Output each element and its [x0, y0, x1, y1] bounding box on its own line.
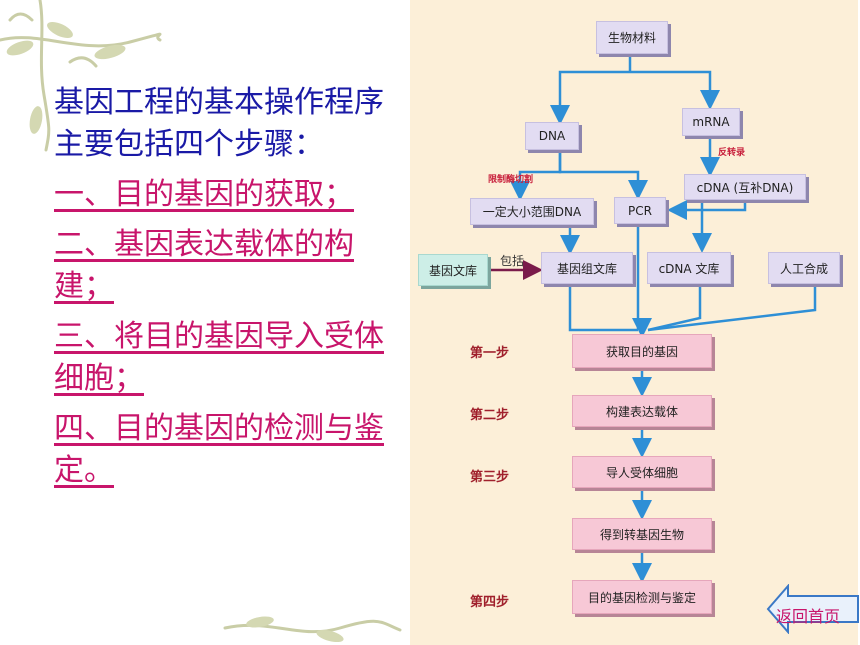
node-gene-library: 基因文库 [418, 254, 488, 286]
line-cdna-lib-down [647, 285, 702, 332]
node-obtain-gene: 获取目的基因 [572, 334, 712, 368]
node-fragment-dna: 一定大小范围DNA [470, 198, 594, 225]
node-synthesis: 人工合成 [768, 252, 840, 284]
arrow-bio-branches [558, 70, 712, 84]
label-include: 包括 [500, 254, 525, 268]
back-home-button[interactable] [766, 584, 860, 634]
node-pcr: PCR [614, 197, 666, 224]
node-mrna: mRNA [682, 108, 740, 136]
flowchart-arrows [490, 56, 817, 583]
steps-text-block: 基因工程的基本操作程序主要包括四个步骤： 一、目的基因的获取； 二、基因表达载体… [54, 82, 399, 500]
node-build-vector: 构建表达载体 [572, 395, 712, 427]
line-synthesis-down [647, 283, 817, 332]
node-genomic-library: 基因组文库 [541, 252, 633, 284]
step-label-2: 第二步 [470, 408, 510, 423]
node-introduce-cells: 导人受体细胞 [572, 456, 712, 488]
node-bio-material: 生物材料 [596, 21, 668, 54]
node-cdna: cDNA (互补DNA) [684, 174, 806, 200]
arrow-cdna-to-pcr [667, 198, 747, 220]
step-link-3[interactable]: 三、将目的基因导入受体细胞； [54, 319, 384, 396]
step-link-1[interactable]: 一、目的基因的获取； [54, 177, 354, 212]
node-transgenic: 得到转基因生物 [572, 518, 712, 550]
step-label-3: 第三步 [470, 470, 510, 485]
node-cdna-library: cDNA 文库 [647, 252, 731, 284]
node-dna: DNA [525, 122, 579, 150]
arrow-dna-to-pcr [558, 148, 648, 200]
step-link-4[interactable]: 四、目的基因的检测与鉴定。 [54, 411, 384, 488]
node-detect-identify: 目的基因检测与鉴定 [572, 580, 712, 614]
step-label-1: 第一步 [470, 346, 510, 361]
label-restriction-cut: 限制酶切割 [488, 175, 534, 185]
step-label-4: 第四步 [470, 595, 510, 610]
step-link-2[interactable]: 二、基因表达载体的构建； [54, 227, 354, 304]
intro-text: 基因工程的基本操作程序主要包括四个步骤： [54, 85, 384, 162]
back-home-label[interactable]: 返回首页 [776, 607, 841, 626]
line-genomic-down [568, 285, 638, 332]
label-reverse-transcription: 反转录 [718, 148, 746, 158]
